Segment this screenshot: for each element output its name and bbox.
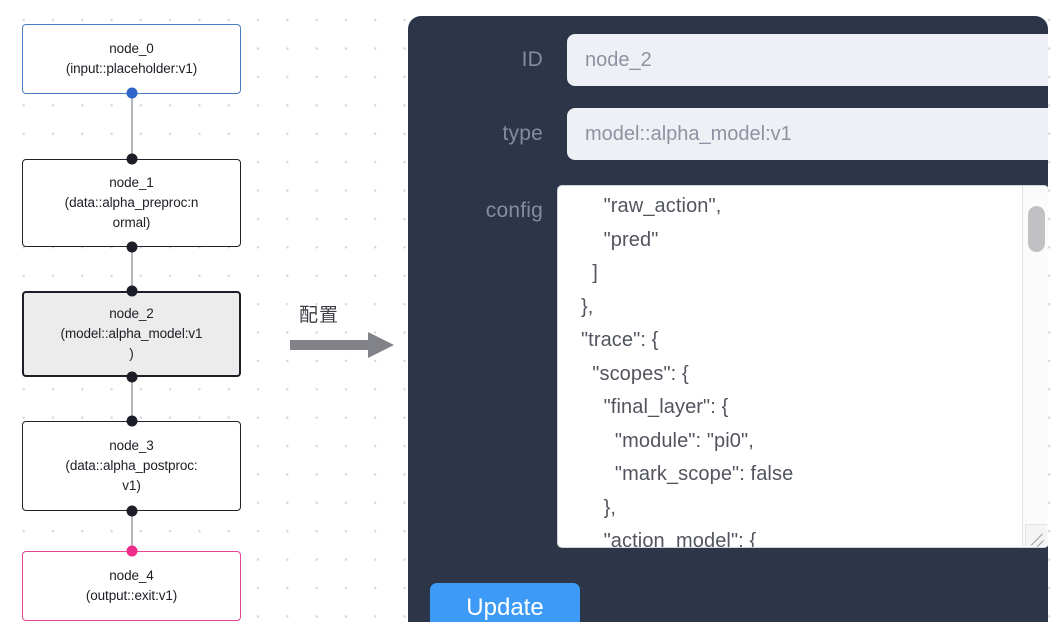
update-button[interactable]: Update: [430, 583, 580, 622]
graph-node-label: node_1 (data::alpha_preproc:n ormal): [64, 175, 199, 230]
graph-node-label: node_3 (data::alpha_postproc: v1): [65, 438, 198, 493]
type-field-label: type: [502, 122, 543, 145]
arrow-right-icon: [290, 332, 394, 358]
node-handle-target-node_4[interactable]: [126, 545, 138, 557]
graph-node-label: node_4 (output::exit:v1): [85, 568, 178, 603]
node-handle-source-node_2[interactable]: [126, 371, 138, 383]
graph-node-label: node_2 (model::alpha_model:v1 ): [60, 306, 203, 361]
node-config-panel: ID type config "raw_action", "pred" ] },…: [408, 16, 1048, 622]
field-row-type: type: [455, 108, 1048, 160]
configure-annotation: 配置: [290, 300, 400, 360]
edge-node2-node3: [131, 377, 133, 421]
type-input[interactable]: [567, 108, 1048, 160]
config-field-label: config: [485, 199, 543, 222]
configure-annotation-label: 配置: [299, 304, 340, 326]
field-row-config: config "raw_action", "pred" ] }, "trace"…: [425, 186, 1048, 547]
node-handle-source-node_3[interactable]: [126, 505, 138, 517]
edge-node0-node1: [131, 93, 133, 159]
graph-node-node_0[interactable]: node_0 (input::placeholder:v1): [22, 24, 241, 94]
id-field-label: ID: [521, 48, 543, 71]
node-handle-target-node_3[interactable]: [126, 415, 138, 427]
node-handle-source-node_1[interactable]: [126, 241, 138, 253]
node-handle-target-node_2[interactable]: [126, 285, 138, 297]
graph-node-node_2[interactable]: node_2 (model::alpha_model:v1 ): [22, 291, 241, 377]
edge-node3-node4: [131, 511, 133, 551]
config-resize-grip[interactable]: [1025, 524, 1047, 546]
edge-node1-node2: [131, 247, 133, 291]
config-textarea-content[interactable]: "raw_action", "pred" ] }, "trace": { "sc…: [580, 195, 794, 547]
config-scrollbar[interactable]: [1022, 186, 1048, 547]
graph-node-node_3[interactable]: node_3 (data::alpha_postproc: v1): [22, 421, 241, 511]
id-input[interactable]: [567, 34, 1048, 86]
node-handle-target-node_1[interactable]: [126, 153, 138, 165]
field-row-id: ID: [483, 34, 1048, 86]
node-handle-source-node_0[interactable]: [126, 87, 138, 99]
graph-node-node_1[interactable]: node_1 (data::alpha_preproc:n ormal): [22, 159, 241, 247]
graph-node-node_4[interactable]: node_4 (output::exit:v1): [22, 551, 241, 621]
config-scrollbar-thumb[interactable]: [1028, 206, 1045, 252]
graph-node-label: node_0 (input::placeholder:v1): [65, 41, 198, 76]
config-textarea[interactable]: "raw_action", "pred" ] }, "trace": { "sc…: [558, 186, 1048, 547]
